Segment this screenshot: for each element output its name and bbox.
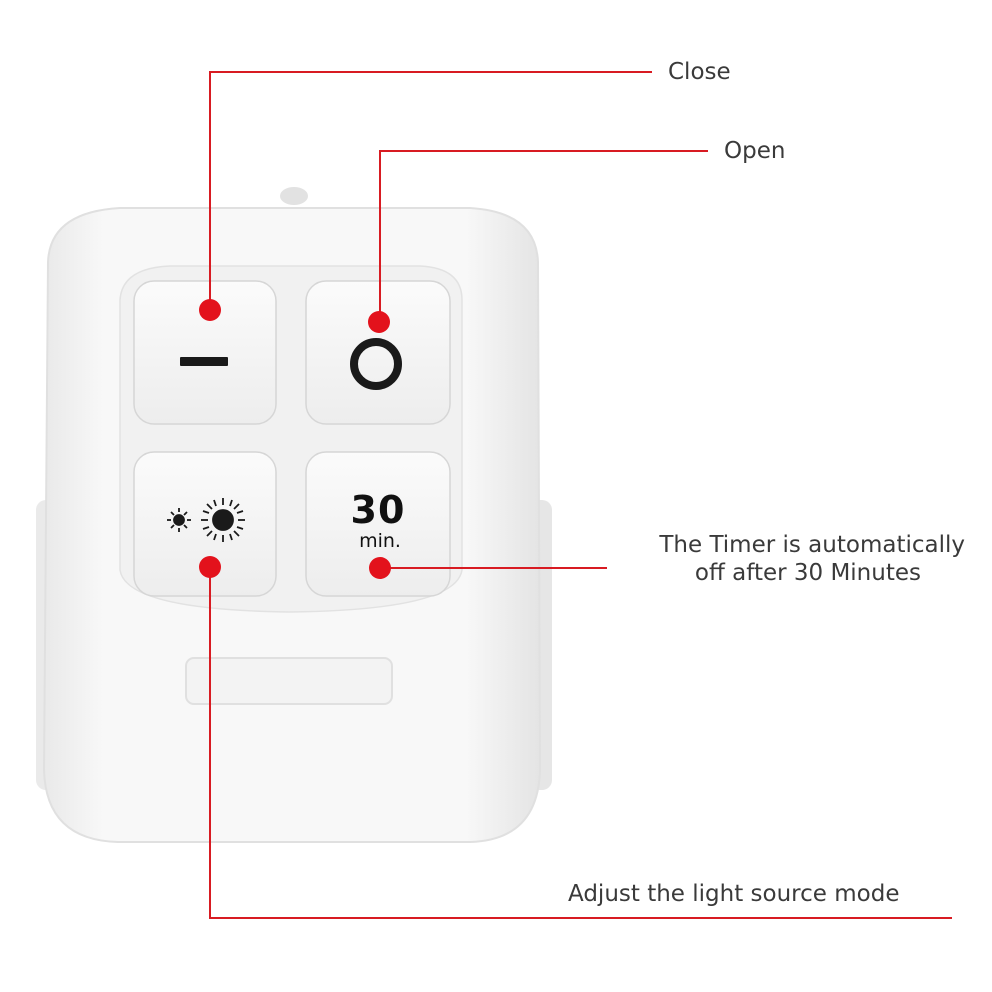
timer-marker: [369, 557, 391, 579]
timer-button-value: 30: [350, 488, 406, 532]
timer-callout-line-1: The Timer is automatically: [659, 532, 965, 558]
open-leader: [379, 150, 708, 322]
close-leader: [209, 71, 652, 310]
timer-callout: The Timer is automatically off after 30 …: [560, 531, 965, 587]
leader-lines: [209, 71, 952, 919]
adjust-leader: [209, 567, 952, 919]
close-marker: [199, 299, 221, 321]
adjust-marker: [199, 556, 221, 578]
timer-button[interactable]: [305, 451, 451, 597]
open-button[interactable]: [305, 280, 451, 425]
adjust-callout: Adjust the light source mode: [568, 881, 900, 907]
close-button[interactable]: [133, 280, 277, 425]
close-callout: Close: [668, 59, 731, 85]
timer-button-label: 30 min.: [306, 488, 450, 552]
open-marker: [368, 311, 390, 333]
timer-callout-line-2: off after 30 Minutes: [694, 560, 921, 586]
battery-slot: [185, 657, 393, 705]
key-loop: [280, 187, 308, 205]
open-callout: Open: [724, 138, 786, 164]
mode-button[interactable]: [133, 451, 277, 597]
timer-button-unit: min.: [359, 530, 401, 552]
circle-icon: [350, 338, 402, 390]
minus-icon: [180, 357, 228, 366]
brightness-icon: [167, 498, 245, 542]
